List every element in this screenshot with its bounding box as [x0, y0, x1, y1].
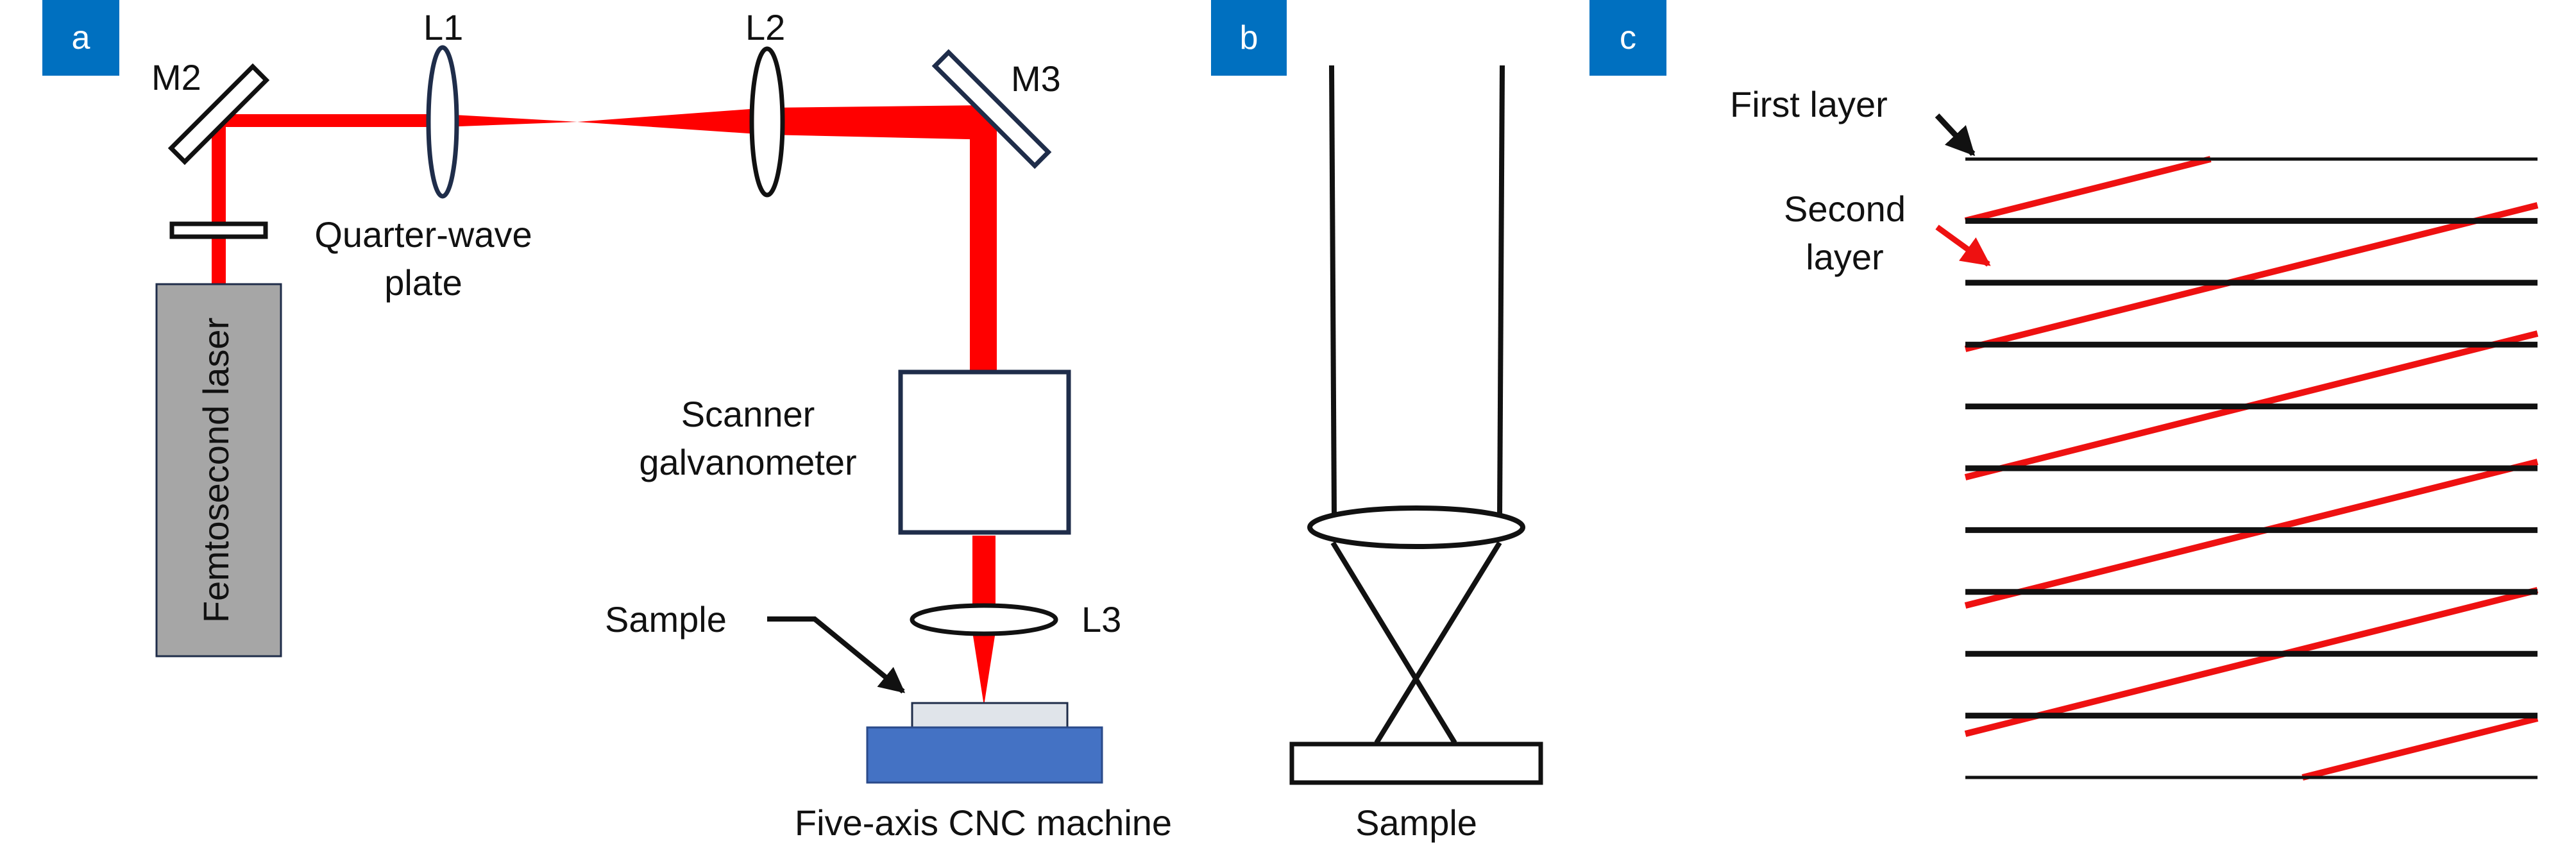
beam-vertical-laser: [212, 121, 226, 289]
panel-c: c First layer Second layer: [1589, 0, 2539, 781]
second-layer-lines: [1964, 156, 2539, 781]
panel-c-letter: c: [1620, 19, 1636, 56]
second-layer-line: [1964, 156, 2212, 224]
label-scanner-line2: galvanometer: [639, 442, 856, 482]
second-layer-line: [1964, 459, 2539, 609]
label-m3: M3: [1011, 58, 1061, 99]
label-femtosecond-laser: Femtosecond laser: [196, 318, 236, 623]
mirror-m3: [931, 49, 1052, 169]
first-layer-lines: [1965, 157, 2538, 779]
panel-b-letter: b: [1240, 19, 1258, 56]
label-first-layer: First layer: [1730, 84, 1888, 124]
label-quarter-wave-line2: plate: [384, 262, 462, 303]
label-scanner-line1: Scanner: [681, 394, 815, 434]
label-m2: M2: [151, 57, 201, 98]
femtosecond-laser-body: [155, 283, 282, 657]
beam-cone-focus-l2: [577, 108, 767, 135]
lens-l2: [749, 46, 785, 198]
label-sample-a: Sample: [605, 599, 727, 640]
panel-b-tag: [1211, 0, 1287, 76]
sample-pointer-arrow: [767, 616, 906, 694]
beam-cone-l1-focus: [443, 114, 577, 127]
beam-cone-l3-sample: [972, 632, 996, 706]
beam-m2-to-l1: [212, 114, 443, 127]
beam-m3-to-scanner: [970, 109, 997, 372]
second-layer-line: [2301, 715, 2539, 781]
label-sample-b: Sample: [1355, 802, 1477, 843]
panel-a-letter: a: [72, 19, 90, 56]
focusing-lens: [1307, 505, 1525, 549]
sample-block-b: [1289, 742, 1543, 785]
label-l3: L3: [1081, 599, 1121, 640]
beam-scanner-to-l3: [972, 536, 996, 613]
focus-ray-left: [1330, 541, 1457, 745]
label-l1: L1: [423, 7, 463, 47]
panel-a-tag: [42, 0, 119, 76]
panel-b: b Sample: [1211, 0, 1543, 843]
beam-l2-to-m3: [767, 105, 997, 140]
cnc-stage: [866, 726, 1103, 784]
focus-ray-right: [1374, 541, 1502, 745]
label-second-layer-line1: Second: [1784, 189, 1906, 229]
panel-a: a M2 Quarter-wave plate Femtosecond lase…: [42, 0, 1172, 843]
panel-c-tag: [1589, 0, 1666, 76]
second-layer-line: [1964, 202, 2539, 352]
label-quarter-wave-line1: Quarter-wave: [314, 214, 532, 255]
mirror-m2: [167, 63, 270, 165]
beam-edge-left: [1329, 65, 1337, 516]
sample-plate: [911, 702, 1069, 729]
scanner-galvanometer-box: [898, 369, 1071, 535]
label-l2: L2: [745, 7, 785, 47]
lens-l3: [910, 603, 1058, 636]
second-layer-line: [1964, 587, 2539, 737]
second-layer-arrow: [1935, 225, 1991, 267]
label-second-layer-line2: layer: [1806, 237, 1883, 277]
quarter-wave-plate: [169, 221, 268, 239]
label-cnc-machine: Five-axis CNC machine: [795, 802, 1172, 843]
first-layer-arrow: [1935, 113, 1976, 157]
lens-l1: [426, 45, 459, 199]
beam-edge-right: [1497, 65, 1505, 516]
